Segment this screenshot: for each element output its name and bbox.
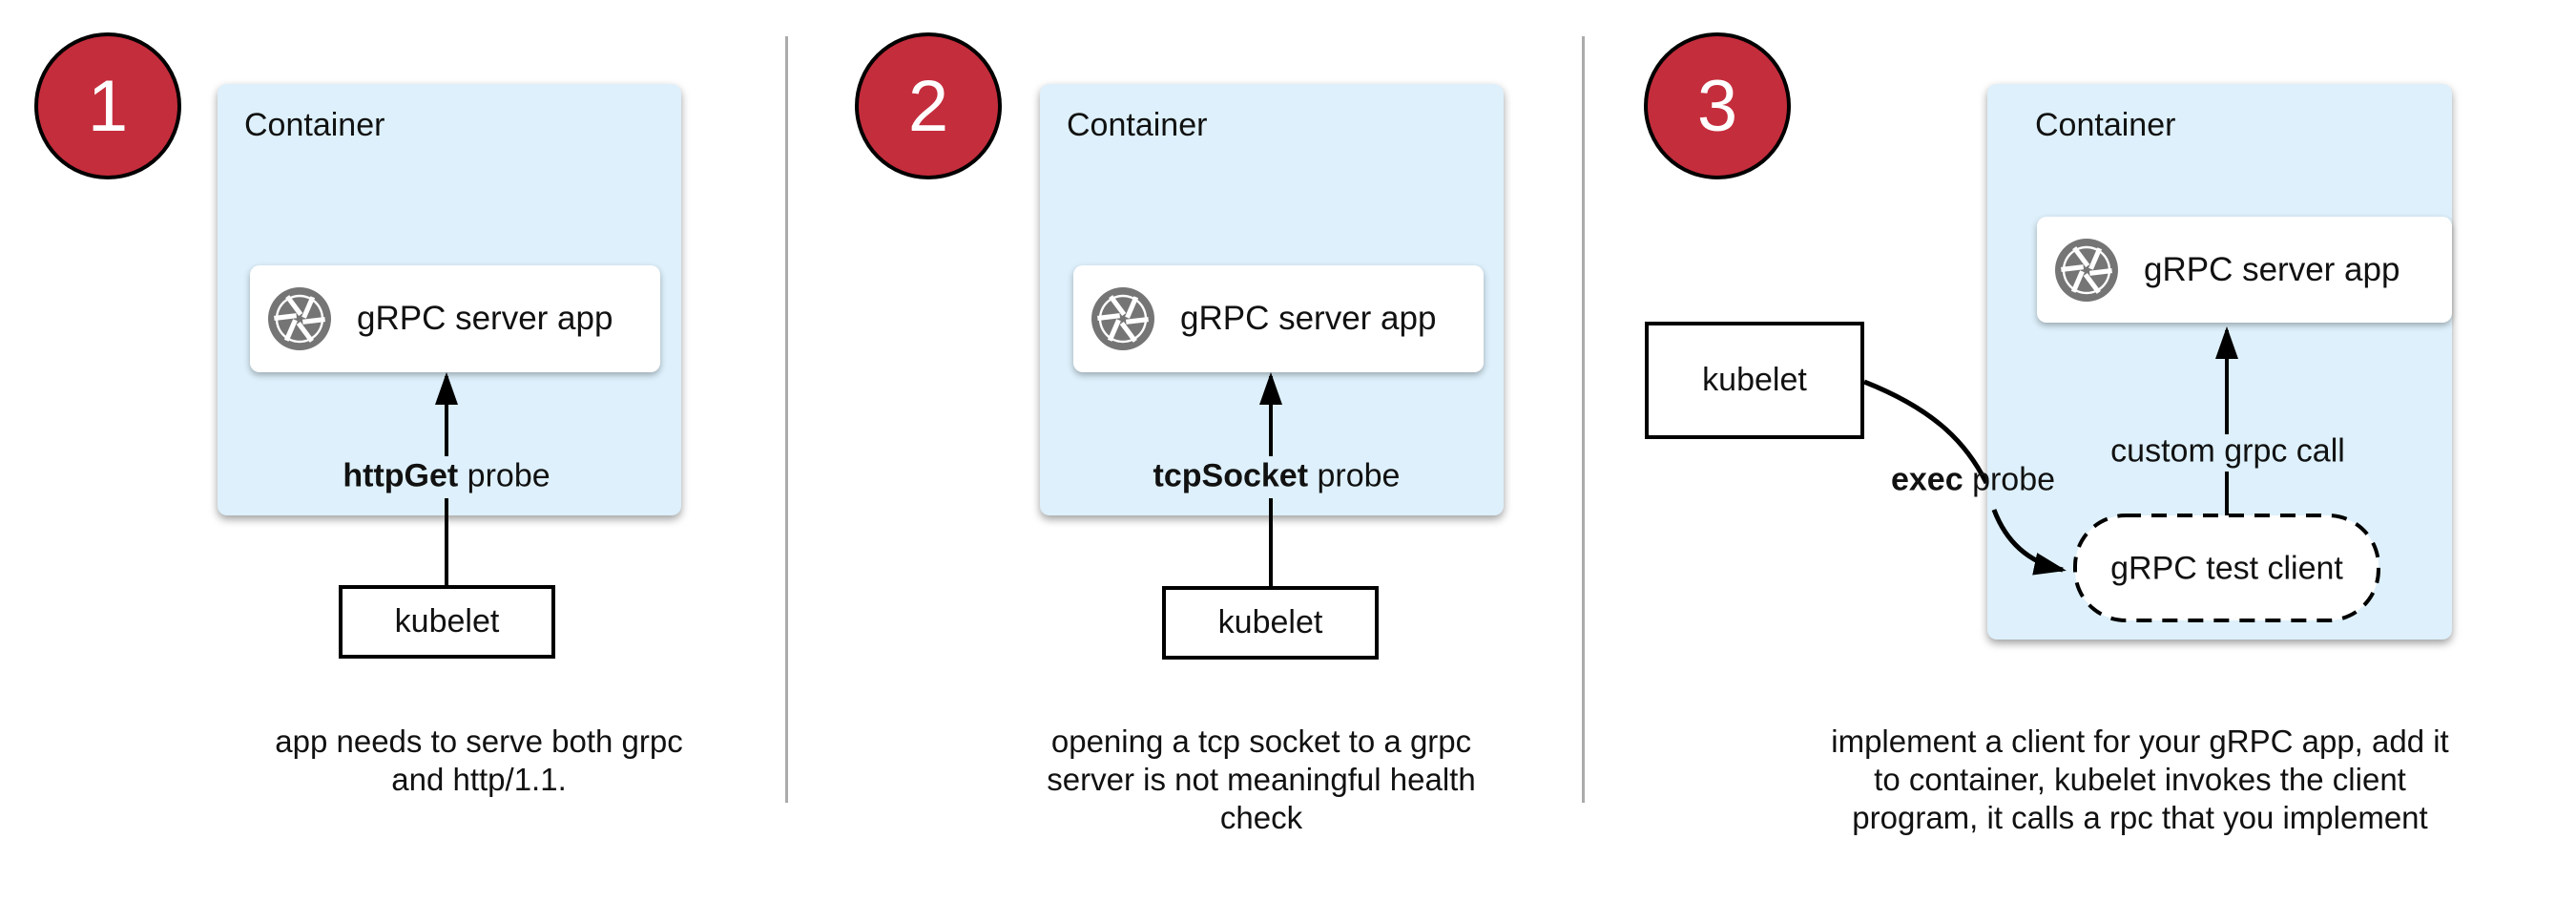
panel-divider-2 xyxy=(1582,36,1585,803)
exec-probe-label: exec probe xyxy=(1890,461,2056,498)
step-badge-2: 2 xyxy=(855,32,1002,179)
caption-line: to container, kubelet invokes the client xyxy=(1874,762,2406,797)
step-badge-3: 3 xyxy=(1644,32,1791,179)
kubelet-label: kubelet xyxy=(1702,362,1807,398)
grpc-server-app-box-3: gRPC server app xyxy=(2037,217,2452,323)
httpget-probe-label: httpGet probe xyxy=(343,457,551,494)
caption-line: program, it calls a rpc that you impleme… xyxy=(1852,800,2428,835)
probe-type: exec xyxy=(1890,461,1963,498)
caption-3: implement a client for your gRPC app, ad… xyxy=(1806,723,2474,837)
step-number: 2 xyxy=(907,65,949,147)
caption-line: implement a client for your gRPC app, ad… xyxy=(1831,724,2449,759)
caption-line: and http/1.1. xyxy=(391,762,567,797)
kubelet-box-1: kubelet xyxy=(339,585,555,659)
container-label: Container xyxy=(2035,107,2176,143)
grpc-test-client-shape xyxy=(2073,514,2380,622)
kubelet-box-2: kubelet xyxy=(1162,586,1379,660)
camera-aperture-icon xyxy=(265,284,334,353)
panel-divider-1 xyxy=(785,36,788,803)
step-badge-1: 1 xyxy=(34,32,181,179)
grpc-test-client-label: gRPC test client xyxy=(2110,550,2343,587)
kubelet-box-3: kubelet xyxy=(1645,322,1864,439)
grpc-server-app-label: gRPC server app xyxy=(1180,300,1437,337)
caption-line: app needs to serve both grpc xyxy=(275,724,683,759)
tcpsocket-probe-label: tcpSocket probe xyxy=(1153,457,1401,494)
caption-line: check xyxy=(1219,800,1303,835)
probe-type: tcpSocket xyxy=(1153,457,1309,494)
kubelet-label: kubelet xyxy=(1217,604,1323,640)
kubelet-label: kubelet xyxy=(394,603,500,640)
caption-line: opening a tcp socket to a grpc xyxy=(1050,724,1472,759)
step-number: 3 xyxy=(1696,65,1738,147)
grpc-server-app-box-2: gRPC server app xyxy=(1073,265,1484,372)
container-label: Container xyxy=(244,107,385,143)
grpc-server-app-box-1: gRPC server app xyxy=(250,265,660,372)
camera-aperture-icon xyxy=(1089,284,1157,353)
exec-probe-curve-upper xyxy=(1863,379,1989,485)
container-label: Container xyxy=(1067,107,1208,143)
probe-type: httpGet xyxy=(343,457,459,494)
caption-1: app needs to serve both grpc and http/1.… xyxy=(240,723,717,799)
grpc-server-app-label: gRPC server app xyxy=(2144,250,2400,288)
caption-2: opening a tcp socket to a grpc server is… xyxy=(1023,723,1500,837)
camera-aperture-icon xyxy=(2052,236,2121,304)
grpc-server-app-label: gRPC server app xyxy=(357,300,613,337)
custom-grpc-call-label: custom grpc call xyxy=(2110,432,2345,470)
caption-line: server is not meaningful health xyxy=(1047,762,1476,797)
step-number: 1 xyxy=(87,65,129,147)
exec-probe-curve-arrow xyxy=(1991,509,2067,576)
